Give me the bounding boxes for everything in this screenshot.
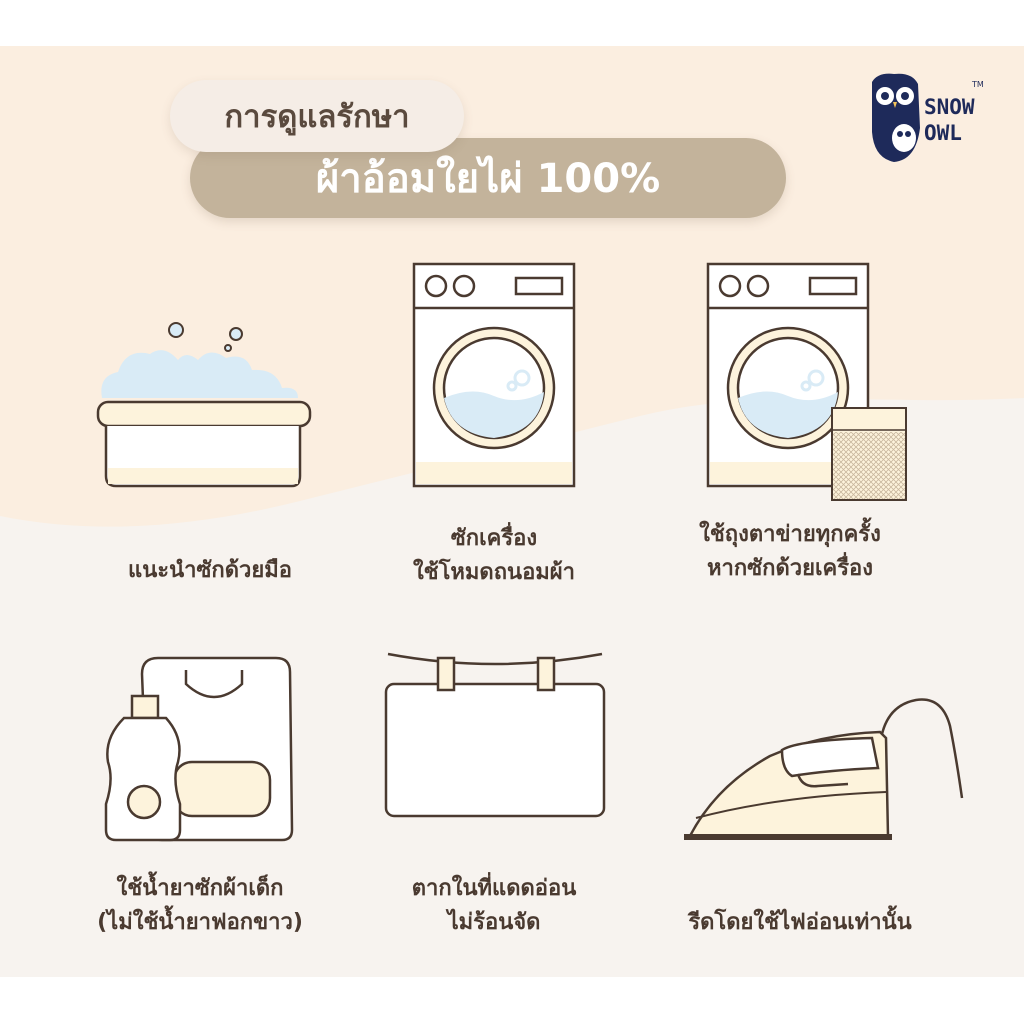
caption-machine-wash: ซักเครื่อง ใช้โหมดถนอมผ้า xyxy=(344,522,644,590)
caption-machine-wash-line-1: ซักเครื่อง xyxy=(450,526,538,551)
caption-detergent-line-1: ใช้น้ำยาซักผ้าเด็ก xyxy=(116,876,284,901)
caption-dry-line-2: ไม่ร้อนจัด xyxy=(447,910,541,935)
washing-basin-icon xyxy=(96,322,312,488)
logo-line-2: OWL xyxy=(924,121,962,145)
logo-line-1: SNOW xyxy=(924,95,975,119)
caption-iron-line-1: รีดโดยใช้ไฟอ่อนเท่านั้น xyxy=(688,910,912,935)
caption-machine-wash-line-2: ใช้โหมดถนอมผ้า xyxy=(412,560,576,585)
caption-dry-line-1: ตากในที่แดดอ่อน xyxy=(411,876,577,901)
caption-hand-wash-line-1: แนะนำซักด้วยมือ xyxy=(128,558,292,583)
caption-detergent-line-2: (ไม่ใช้น้ำยาฟอกขาว) xyxy=(97,910,303,935)
snow-owl-logo-icon xyxy=(872,73,920,162)
caption-laundry-bag-line-1: ใช้ถุงตาข่ายทุกครั้ง xyxy=(699,522,881,547)
title-top: การดูแลรักษา xyxy=(224,99,410,135)
title-main: ผ้าอ้อมใยไผ่ 100% xyxy=(315,156,661,202)
caption-hand-wash: แนะนำซักด้วยมือ xyxy=(60,554,360,588)
care-instructions-card: ผ้าอ้อมใยไผ่ 100% การดูแลรักษา TM SNOW O… xyxy=(0,46,1024,977)
logo-text: SNOW OWL xyxy=(924,94,975,146)
caption-laundry-bag-line-2: หากซักด้วยเครื่อง xyxy=(707,556,873,581)
caption-iron: รีดโดยใช้ไฟอ่อนเท่านั้น xyxy=(640,906,960,940)
iron-icon xyxy=(684,698,964,840)
clothesline-icon xyxy=(384,652,606,818)
logo-trademark: TM xyxy=(972,80,984,89)
washing-machine-with-mesh-bag-icon xyxy=(706,262,907,501)
caption-dry: ตากในที่แดดอ่อน ไม่ร้อนจัด xyxy=(344,872,644,940)
washing-machine-icon xyxy=(412,262,576,488)
title-top-pill: การดูแลรักษา xyxy=(170,80,464,152)
detergent-bottles-icon xyxy=(104,656,294,842)
caption-laundry-bag: ใช้ถุงตาข่ายทุกครั้ง หากซักด้วยเครื่อง xyxy=(640,518,940,586)
caption-detergent: ใช้น้ำยาซักผ้าเด็ก (ไม่ใช้น้ำยาฟอกขาว) xyxy=(40,872,360,940)
title-main-pill: ผ้าอ้อมใยไผ่ 100% xyxy=(190,138,786,218)
